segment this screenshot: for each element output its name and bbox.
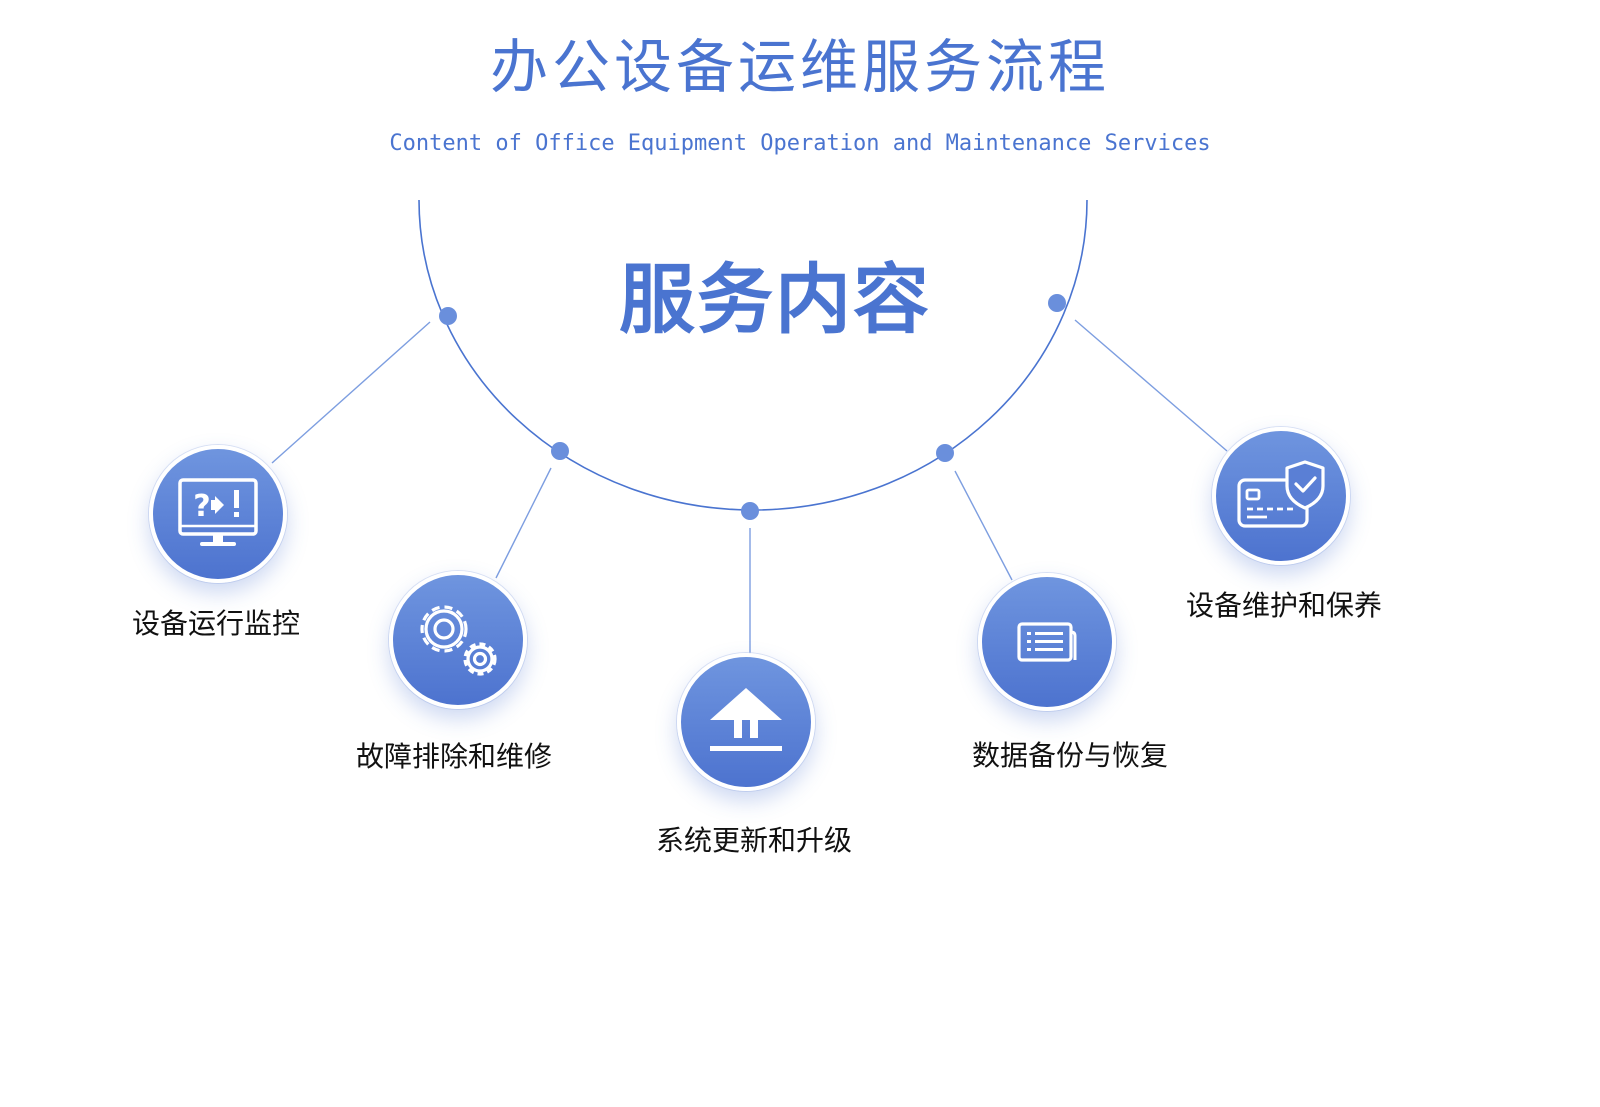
connector-line-4 xyxy=(954,470,1013,581)
diagram-subtitle: Content of Office Equipment Operation an… xyxy=(389,131,1211,156)
service-label-troubleshooting: 故障排除和维修 xyxy=(355,740,552,773)
arc-dot-1 xyxy=(439,307,457,325)
service-node-monitoring: ? xyxy=(149,445,287,583)
diagram-title: 办公设备运维服务流程 xyxy=(489,33,1110,101)
service-node-maintenance xyxy=(1212,427,1350,565)
upload-arrow-icon xyxy=(710,688,782,751)
service-label-system-update: 系统更新和升级 xyxy=(655,824,852,857)
service-node-troubleshooting xyxy=(389,571,527,709)
monitor-alert-icon: ? xyxy=(178,478,258,546)
arc-dot-4 xyxy=(936,444,954,462)
connector-line-5 xyxy=(1074,319,1228,452)
service-node-system-update xyxy=(677,653,815,791)
service-label-monitoring: 设备运行监控 xyxy=(131,607,300,640)
service-label-data-backup: 数据备份与恢复 xyxy=(971,739,1168,772)
gears-icon xyxy=(420,605,497,676)
service-node-data-backup xyxy=(978,573,1116,711)
card-shield-icon xyxy=(1237,460,1325,528)
arc-dot-5 xyxy=(1048,294,1066,312)
svg-text:?: ? xyxy=(193,489,210,524)
connector-line-2 xyxy=(495,467,552,579)
central-arc xyxy=(418,199,1088,511)
service-label-maintenance: 设备维护和保养 xyxy=(1185,589,1382,622)
connector-line-1 xyxy=(271,321,431,464)
arc-dot-2 xyxy=(551,442,569,460)
document-list-icon xyxy=(1017,622,1077,662)
center-label: 服务内容 xyxy=(619,255,931,344)
arc-dot-3 xyxy=(741,502,759,520)
